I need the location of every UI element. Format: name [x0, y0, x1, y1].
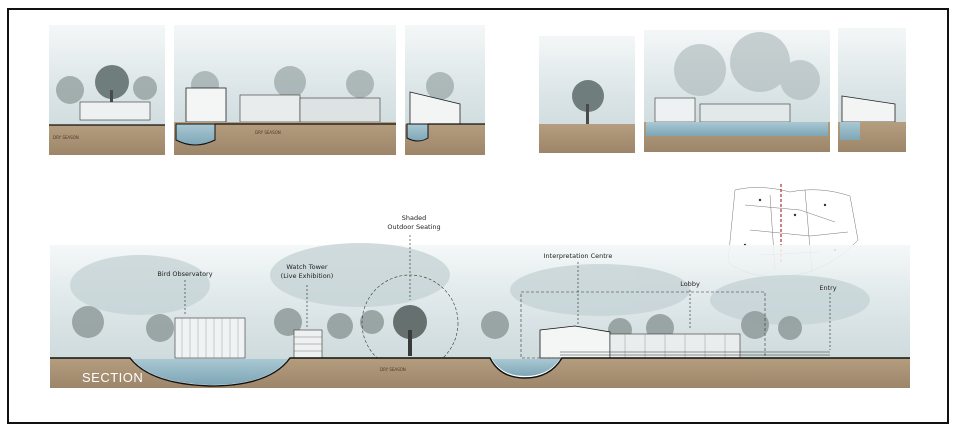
label-watch-tower-sub: (Live Exhibition) [281, 272, 334, 280]
label-watch-tower: Watch Tower [286, 263, 327, 271]
label-entry: Entry [819, 284, 836, 292]
label-outdoor-seating: Outdoor Seating [387, 223, 440, 231]
thumbnail-1: DRY SEASON [49, 25, 165, 155]
pond-right [492, 359, 560, 376]
trees [72, 305, 802, 356]
thumbnail-2: DRY SEASON [174, 25, 396, 155]
label-bird-observatory: Bird Observatory [157, 270, 212, 278]
bird-observatory-building [174, 317, 246, 359]
label-lobby: Lobby [680, 280, 700, 288]
thumbnail-4 [539, 36, 635, 153]
label-shaded: Shaded [402, 214, 426, 222]
thumbnail-6 [838, 28, 906, 152]
interpretation-centre-building [539, 325, 741, 359]
label-interpretation-centre: Interpretation Centre [544, 252, 613, 260]
dry-season-label-2: DRY SEASON [255, 130, 281, 135]
main-section: SECTION DRY SEASON [50, 243, 910, 388]
pond-left [132, 359, 288, 385]
watch-tower-building [293, 329, 323, 359]
thumbnail-5 [644, 30, 830, 152]
thumbnail-3 [405, 25, 485, 155]
dry-season-label-1: DRY SEASON [53, 135, 79, 140]
dry-season-label-main: DRY SEASON [380, 367, 406, 372]
ground-soil [50, 358, 910, 388]
section-title: SECTION [82, 370, 143, 385]
annotations [184, 235, 831, 350]
